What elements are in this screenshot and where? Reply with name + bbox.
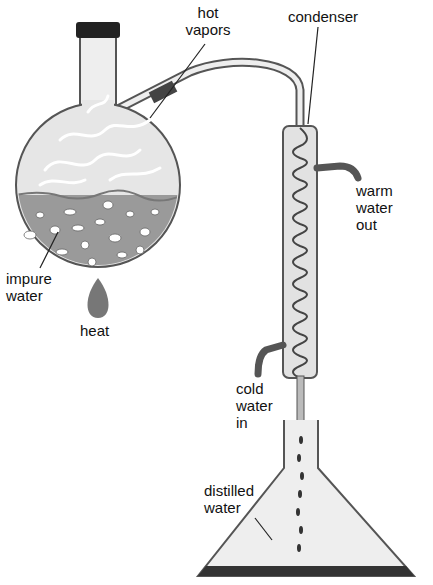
condenser-coil: [293, 128, 307, 378]
vapor-label: hot vapors: [178, 4, 238, 38]
water-outlet: [317, 166, 358, 178]
condenser-label: condenser: [288, 8, 388, 25]
inlet-label: cold water in: [236, 380, 282, 431]
vapor-swirls: [40, 96, 160, 185]
water-inlet: [258, 345, 283, 374]
water-drops: [296, 436, 304, 552]
erlenmeyer-flask: [198, 420, 414, 576]
leader-lines: [40, 27, 318, 540]
stopper: [76, 22, 120, 38]
distilled-water-liquid: [198, 566, 414, 576]
product-label: distilled water: [204, 482, 272, 516]
bubbles: [24, 201, 159, 266]
flame: [88, 278, 109, 318]
heat-label: heat: [80, 322, 130, 339]
liquid-label: impure water: [6, 270, 64, 304]
outlet-label: warm water out: [356, 182, 412, 233]
condenser-jacket: [283, 126, 317, 378]
